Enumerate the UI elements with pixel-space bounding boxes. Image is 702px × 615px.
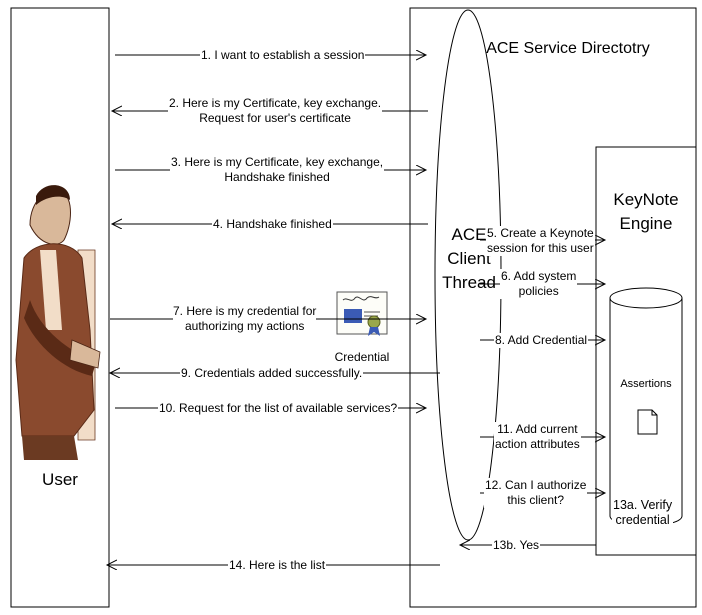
client-thread-line-2: Client — [447, 249, 491, 268]
message-m10-line-1: 10. Request for the list of available se… — [159, 401, 398, 415]
message-m14-label: 14. Here is the list — [228, 558, 327, 573]
client-thread-line-3: Thread — [442, 273, 496, 292]
message-m11-line-2: action attributes — [495, 437, 580, 451]
message-m1-line-1: 1. I want to establish a session — [201, 48, 365, 62]
message-m10-label: 10. Request for the list of available se… — [158, 401, 399, 416]
client-thread-line-1: ACE — [451, 225, 487, 244]
message-m2-label: 2. Here is my Certificate, key exchange.… — [168, 96, 383, 126]
message-m5-line-1: 5. Create a Keynote — [487, 226, 594, 240]
message-m8-line-1: 8. Add Credential — [495, 333, 588, 347]
message-m13b-label: 13b. Yes — [492, 538, 541, 553]
user-figure-icon — [15, 185, 101, 460]
document-icon — [637, 409, 658, 435]
keynote-engine-line-1: KeyNote — [613, 190, 679, 209]
message-m9-label: 9. Credentials added successfully. — [180, 366, 364, 381]
database-cylinder-icon — [609, 287, 683, 527]
message-m1-label: 1. I want to establish a session — [200, 48, 366, 63]
message-m7-label: 7. Here is my credential for authorizing… — [172, 304, 317, 334]
message-m9-line-1: 9. Credentials added successfully. — [181, 366, 363, 380]
message-m7-line-2: authorizing my actions — [173, 319, 317, 334]
message-m3-line-2: Handshake finished — [224, 170, 330, 184]
message-m7-line-1: 7. Here is my credential for — [173, 304, 317, 319]
message-m3-line-1: 3. Here is my Certificate, key exchange, — [171, 155, 384, 169]
message-m13a-label: 13a. Verify credential — [612, 498, 674, 528]
message-m12-line-1: 12. Can I authorize — [485, 478, 587, 492]
client-thread-label: ACE Client Thread — [430, 223, 508, 295]
message-m6-line-2: policies — [518, 284, 559, 298]
message-m13a-line-1: 13a. Verify — [613, 498, 673, 512]
message-m4-line-1: 4. Handshake finished — [213, 217, 332, 231]
message-m13a-line-2: credential — [615, 513, 670, 527]
message-m8-label: 8. Add Credential — [494, 333, 589, 348]
message-m12-line-2: this client? — [507, 493, 565, 507]
assertions-label: Assertions — [620, 378, 672, 390]
message-m13b-line-1: 13b. Yes — [493, 538, 540, 552]
message-m3-label: 3. Here is my Certificate, key exchange,… — [170, 155, 385, 185]
credential-badge-label: Credential — [334, 350, 390, 364]
message-m14-line-1: 14. Here is the list — [229, 558, 326, 572]
user-label: User — [42, 470, 78, 489]
keynote-engine-label: KeyNote Engine — [600, 188, 692, 236]
message-m2-line-2: Request for user's certificate — [199, 111, 351, 125]
message-m12-label: 12. Can I authorize this client? — [484, 478, 588, 508]
message-m2-line-1: 2. Here is my Certificate, key exchange. — [169, 96, 382, 110]
message-m11-line-1: 11. Add current — [497, 422, 578, 436]
keynote-engine-line-2: Engine — [619, 214, 673, 233]
directory-title: ACE Service Directotry — [486, 40, 650, 57]
message-m6-line-1: 6. Add system — [501, 269, 577, 283]
message-m4-label: 4. Handshake finished — [212, 217, 333, 232]
credential-certificate-icon — [336, 291, 388, 336]
message-m6-label: 6. Add system policies — [500, 269, 578, 299]
message-m5-line-2: session for this user — [487, 241, 594, 255]
message-m11-label: 11. Add current action attributes — [494, 422, 581, 452]
message-m5-label: 5. Create a Keynote session for this use… — [486, 226, 595, 256]
